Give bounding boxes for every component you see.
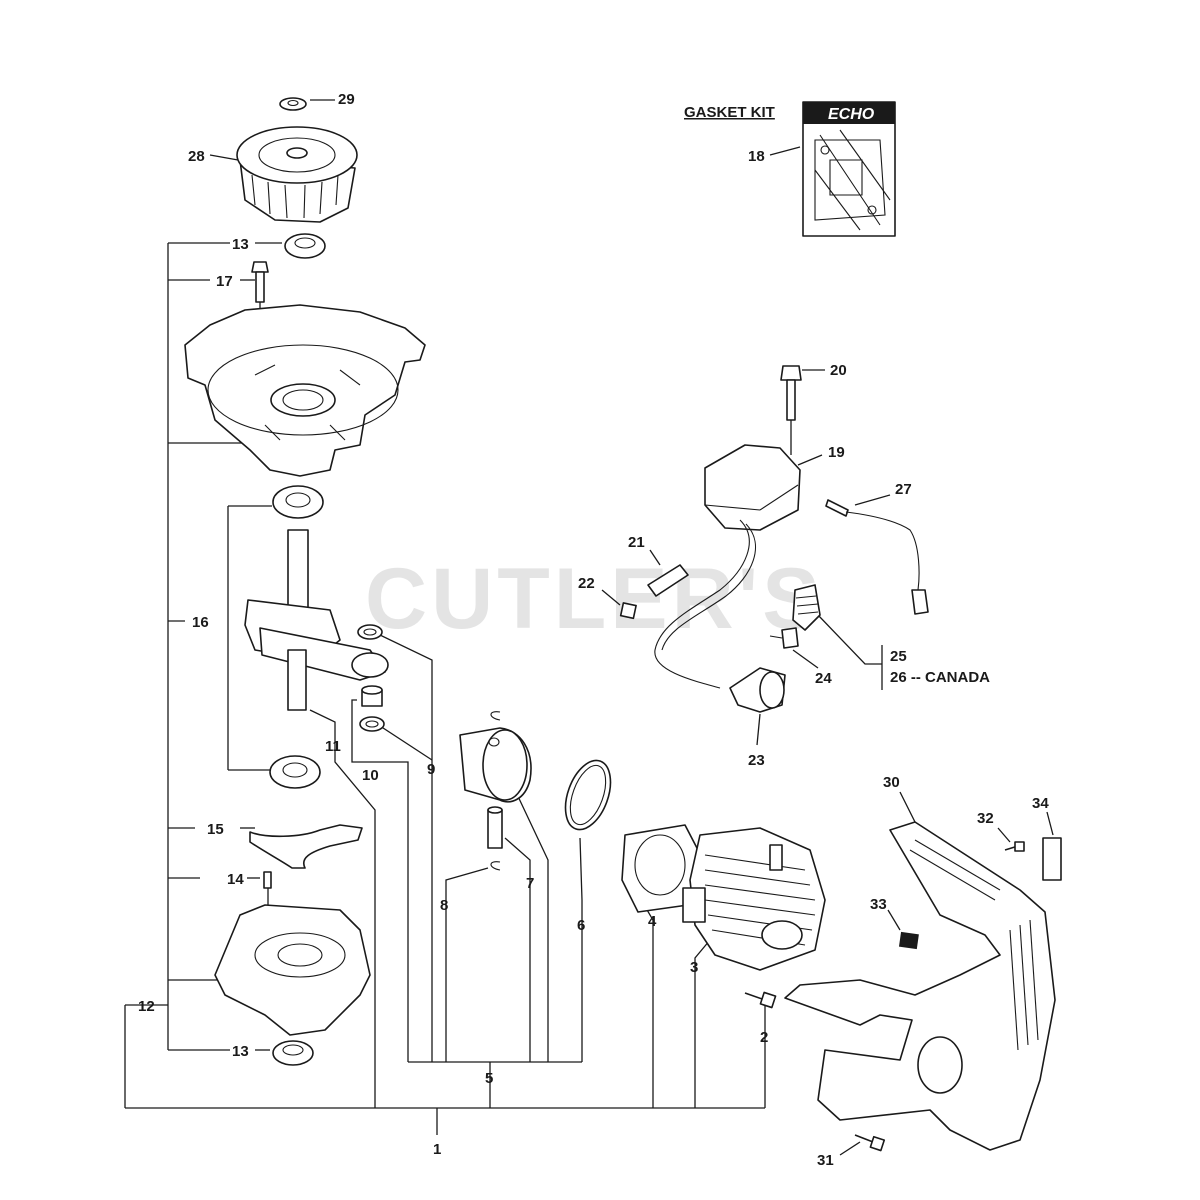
callout-14: 14 <box>227 871 244 888</box>
part-16-crankshaft <box>244 529 389 711</box>
callout-13-top: 13 <box>232 236 249 253</box>
part-10-needle-bearing <box>361 685 383 707</box>
callout-23: 23 <box>748 752 765 769</box>
part-piston <box>459 727 532 803</box>
callout-29: 29 <box>338 91 355 108</box>
callout-32: 32 <box>977 810 994 827</box>
callout-33: 33 <box>870 896 887 913</box>
callout-5: 5 <box>485 1070 493 1087</box>
part-13-oil-seal-top <box>284 233 326 259</box>
callout-21: 21 <box>628 534 645 551</box>
callout-10: 10 <box>362 767 379 784</box>
callout-11: 11 <box>325 738 341 755</box>
callout-1: 1 <box>433 1141 441 1158</box>
part-7-piston-pin <box>487 806 503 849</box>
callout-19: 19 <box>828 444 845 461</box>
callout-3: 3 <box>690 959 698 976</box>
part-3-cylinder <box>682 827 826 971</box>
part-30-cylinder-cover <box>784 821 1056 1151</box>
part-29-washer <box>279 97 307 111</box>
part-2-bolt <box>744 991 777 1030</box>
part-8-circlip <box>490 861 501 871</box>
callout-9: 9 <box>427 761 435 778</box>
part-19-ignition-coil <box>654 444 801 689</box>
callout-34: 34 <box>1032 795 1049 812</box>
callout-24: 24 <box>815 670 832 687</box>
part-crankcase-upper <box>184 304 426 477</box>
leader-lines <box>209 99 1054 1156</box>
gasket-kit-title: GASKET KIT <box>684 104 775 121</box>
callout-27: 27 <box>895 481 912 498</box>
callout-15: 15 <box>207 821 224 838</box>
part-25-spark-plug <box>792 584 821 631</box>
part-bearing-lower <box>269 755 321 789</box>
part-34-label <box>1042 837 1062 881</box>
callout-12: 12 <box>138 998 155 1015</box>
part-27-ground-wire <box>825 499 929 615</box>
part-piston-ring-clip-top <box>490 711 501 721</box>
part-23-plug-cap <box>729 667 786 713</box>
part-24-spring <box>769 627 799 649</box>
callout-31: 31 <box>817 1152 834 1169</box>
part-22-clip <box>619 602 637 620</box>
part-33-pad <box>898 931 919 950</box>
callout-4: 4 <box>648 913 657 930</box>
part-6-piston-ring <box>564 759 612 831</box>
watermark-text: CUTLER'S <box>365 551 824 647</box>
callout-16: 16 <box>192 614 209 631</box>
callout-6: 6 <box>577 917 585 934</box>
callout-2: 2 <box>760 1029 768 1046</box>
callout-22: 22 <box>578 575 595 592</box>
part-20-bolt <box>780 365 802 455</box>
part-32-screw <box>1004 841 1025 852</box>
part-15-crankcase-gasket <box>249 824 363 869</box>
part-9-washer-bottom <box>359 716 385 732</box>
part-9-washer-top <box>357 624 383 640</box>
part-31-bolt <box>854 1134 886 1152</box>
callout-30: 30 <box>883 774 900 791</box>
part-21-wire-sleeve <box>647 564 689 597</box>
callout-20: 20 <box>830 362 847 379</box>
callout-7: 7 <box>526 875 534 892</box>
callout-13-bottom: 13 <box>232 1043 249 1060</box>
callout-17: 17 <box>216 273 233 290</box>
callout-26-canada: 26 -- CANADA <box>890 669 990 686</box>
callout-8: 8 <box>440 897 448 914</box>
callout-28: 28 <box>188 148 205 165</box>
callout-18: 18 <box>748 148 765 165</box>
gasket-kit-box: ECHO <box>802 101 896 237</box>
gasket-kit-brand: ECHO <box>828 106 875 123</box>
part-crankcase-lower <box>214 904 371 1036</box>
part-13-oil-seal-bottom <box>272 1040 314 1066</box>
callout-25: 25 <box>890 648 907 665</box>
callout-labels: 1 2 3 4 5 6 7 8 9 10 11 12 13 13 14 15 1… <box>138 91 1049 1169</box>
part-bearing-upper <box>272 485 324 519</box>
part-28-flywheel <box>236 126 358 223</box>
